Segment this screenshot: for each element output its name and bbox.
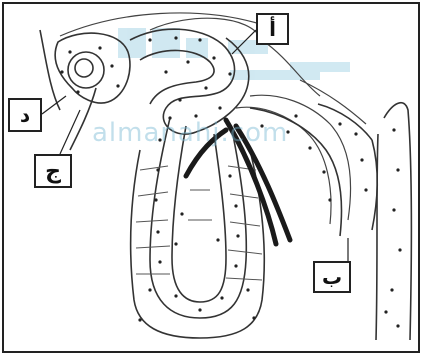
label-a: أ <box>256 13 289 45</box>
collecting-duct <box>376 103 411 340</box>
leader-j <box>60 110 80 154</box>
vasa-recta <box>136 166 262 280</box>
watermark-text: almanahj.com <box>92 118 288 148</box>
label-d: د <box>8 98 42 132</box>
label-j: ج <box>34 154 72 188</box>
label-b: ب <box>313 261 351 293</box>
leader-d <box>42 96 66 114</box>
